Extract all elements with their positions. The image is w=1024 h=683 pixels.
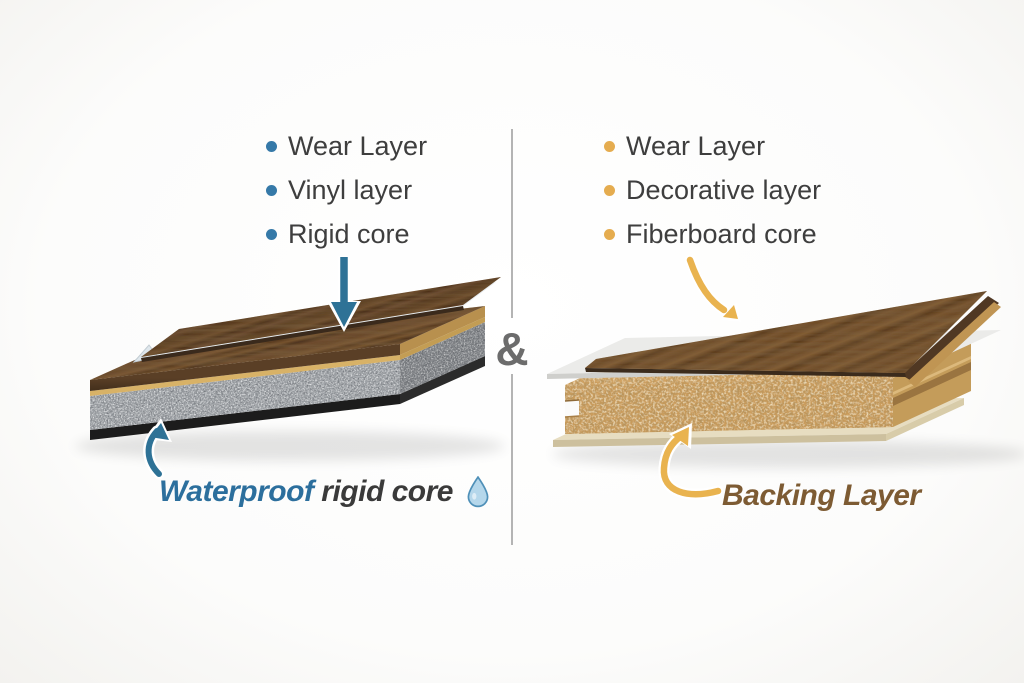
list-item: Fiberboard core: [604, 212, 821, 256]
ampersand: &: [495, 323, 529, 375]
right-layer-list: Wear Layer Decorative layer Fiberboard c…: [604, 124, 821, 256]
list-item: Rigid core: [266, 212, 427, 256]
decorative-layer-plank: [585, 291, 987, 377]
list-item-label: Fiberboard core: [626, 218, 817, 249]
list-item: Wear Layer: [266, 124, 427, 168]
gold-bullet-icon: [604, 228, 615, 240]
left-layer-list: Wear Layer Vinyl layer Rigid core: [266, 124, 427, 256]
left-plank-shadow: [75, 431, 505, 461]
list-item-label: Rigid core: [288, 218, 410, 249]
blue-bullet-icon: [266, 228, 277, 240]
list-item-label: Vinyl layer: [288, 174, 413, 205]
blue-bullet-icon: [266, 184, 277, 196]
caption-rest: rigid core: [313, 475, 453, 508]
gold-curved-down-arrow-icon: [684, 254, 741, 322]
list-item-label: Decorative layer: [626, 174, 822, 205]
divider-line-bottom: [511, 374, 513, 545]
water-drop-icon: [467, 475, 489, 508]
left-flooring-illustration: [90, 277, 501, 440]
second-plank-edge: [902, 296, 1001, 387]
gold-curved-up-arrow-icon: [658, 423, 724, 500]
backing-pad-layer: [90, 356, 485, 440]
blue-down-arrow-icon: [327, 256, 361, 332]
gold-bullet-icon: [604, 184, 615, 196]
list-item: Decorative layer: [604, 168, 821, 212]
gold-bullet-icon: [604, 140, 615, 152]
list-item-label: Wear Layer: [288, 130, 428, 161]
right-flooring-illustration: [547, 291, 1001, 447]
vinyl-base-plank: [90, 306, 485, 391]
right-caption: Backing Layer: [722, 479, 921, 512]
vinyl-print-plank-lifted: [141, 277, 501, 362]
rigid-core-layer: [90, 322, 485, 430]
list-item: Vinyl layer: [266, 168, 427, 212]
caption-highlight: Waterproof: [159, 475, 314, 508]
list-item-label: Wear Layer: [626, 130, 766, 161]
list-item: Wear Layer: [604, 124, 821, 168]
divider-line-top: [511, 129, 513, 318]
blue-curved-up-arrow-icon: [143, 418, 172, 480]
left-caption: Waterproof rigid core: [159, 475, 491, 509]
glue-strip-layer: [90, 317, 485, 396]
blue-bullet-icon: [266, 140, 277, 152]
